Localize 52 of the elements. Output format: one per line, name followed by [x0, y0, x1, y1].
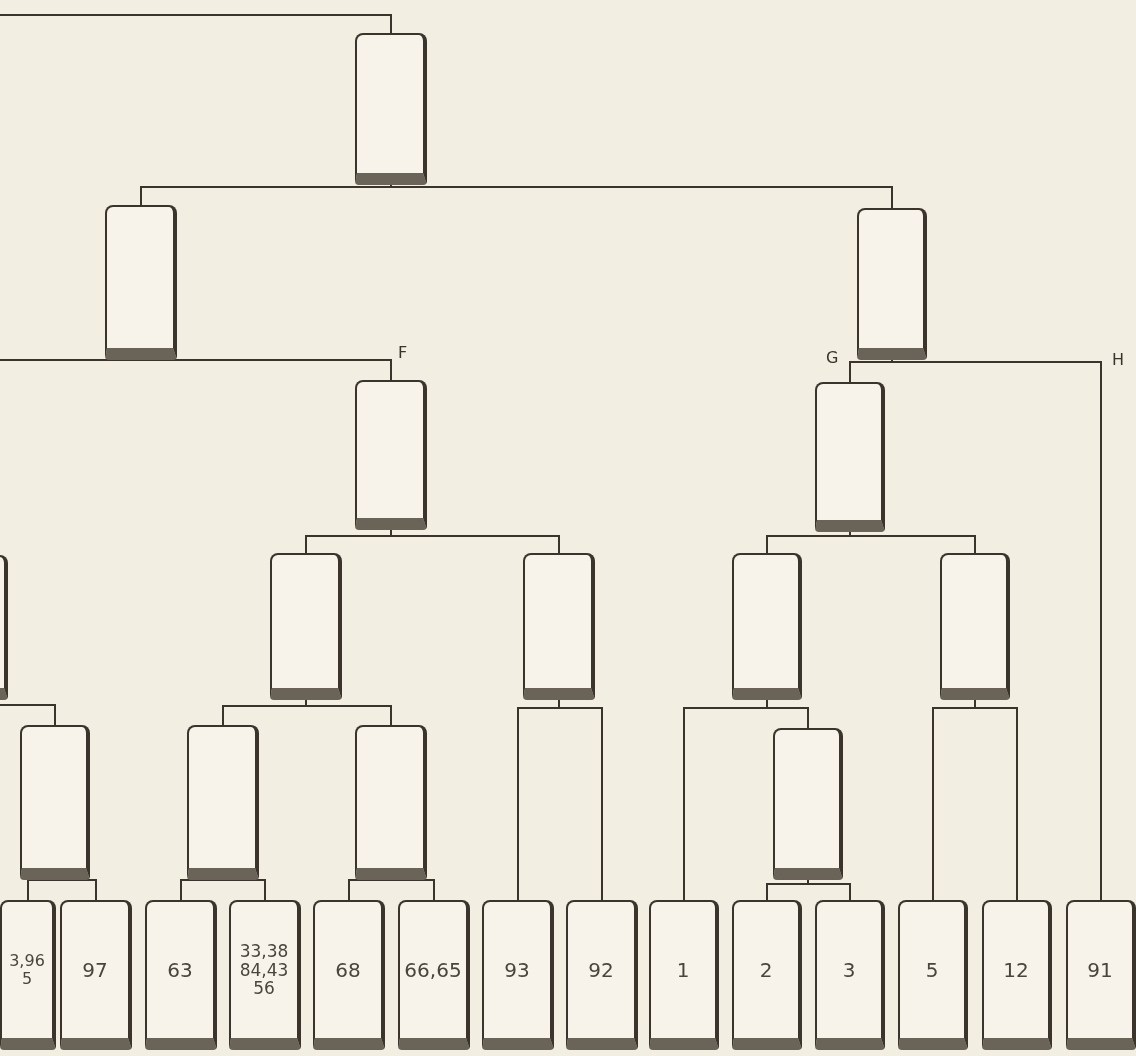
number-text: 97 [82, 959, 108, 981]
connector-line [891, 359, 1102, 901]
leaf-box [60, 900, 132, 1050]
leaf-box [898, 900, 968, 1050]
number-text: 68 [335, 959, 361, 981]
connector-line [305, 699, 392, 726]
tree-box [355, 33, 427, 185]
number-text: 5 [925, 959, 939, 981]
leaf-box [229, 900, 301, 1050]
number-text: 92 [588, 959, 614, 981]
leaf-box [649, 900, 719, 1050]
number-text: 33,38 84,43 56 [238, 941, 290, 999]
leaf-box [313, 900, 385, 1050]
tree-box [815, 382, 885, 532]
tree-box [773, 728, 843, 880]
connector-line [390, 184, 893, 209]
leaf-box [1066, 900, 1136, 1050]
number-text: 12 [1003, 959, 1029, 981]
leaf-box [145, 900, 217, 1050]
leaf-box [732, 900, 802, 1050]
tree-box [940, 553, 1010, 700]
tree-box [270, 553, 342, 700]
number-text: 63 [167, 959, 193, 981]
number-text: 3 [842, 959, 856, 981]
connector-line [390, 529, 560, 554]
tree-box [355, 380, 427, 530]
number-text: 93 [504, 959, 530, 981]
connector-line [140, 184, 392, 206]
leaf-box [0, 900, 56, 1050]
letter-label: F [398, 343, 408, 362]
tree-box [105, 205, 177, 360]
number-text: 1 [676, 959, 690, 981]
number-text: 91 [1087, 959, 1113, 981]
tree-box [857, 208, 927, 360]
number-text: 3,96 5 [8, 952, 46, 988]
tree-box [355, 725, 427, 880]
number-text: 2 [759, 959, 773, 981]
tree-box [187, 725, 259, 880]
leaf-box [815, 900, 885, 1050]
leaf-box [398, 900, 470, 1050]
connector-line [558, 699, 603, 901]
tree-box [20, 725, 90, 880]
number-text: 66,65 [404, 959, 462, 981]
leaf-box [982, 900, 1052, 1050]
tree-box [523, 553, 595, 700]
connector-line [849, 359, 893, 383]
leaf-box [482, 900, 554, 1050]
letter-label: G [826, 348, 839, 367]
leaf-box [566, 900, 638, 1050]
tree-box [732, 553, 802, 700]
letter-label: H [1112, 350, 1125, 369]
connector-line [0, 14, 392, 34]
